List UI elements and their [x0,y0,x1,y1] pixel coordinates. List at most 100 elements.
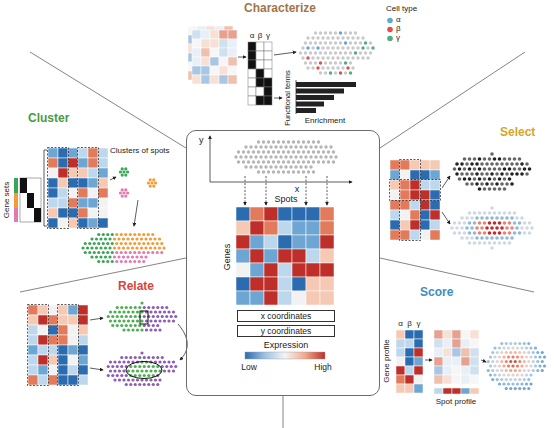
matrix-cell [88,208,98,218]
spot [498,177,502,181]
spot [129,260,132,263]
spot [153,246,156,249]
matrix-cell [400,210,410,220]
matrix-cell [219,30,228,39]
matrix-cell [470,348,479,357]
legend-swatches [387,18,393,42]
matrix-cell [78,365,88,375]
matrix-cell [396,339,405,348]
matrix-cell [48,208,58,218]
spot [121,188,124,191]
spot [125,374,128,377]
spot [138,233,141,236]
matrix-cell [68,375,78,385]
spot [468,211,472,215]
matrix-cell [430,210,440,220]
spot [505,172,509,176]
matrix-cell [78,188,88,198]
spot [306,36,309,39]
matrix-cell [58,365,68,375]
matrix-cell [410,180,420,190]
spot [317,150,320,153]
spot [135,237,138,240]
spot [505,226,509,230]
spot [364,51,367,54]
spot [344,41,347,44]
matrix-cell [236,221,250,235]
spot [306,56,309,59]
spot [122,310,125,313]
matrix-cell [452,375,461,384]
spot [111,260,114,263]
matrix-cell [278,235,292,249]
matrix-cell [68,188,78,198]
spot [339,71,342,74]
spot [483,167,487,171]
spot [490,226,494,230]
spot [247,160,250,163]
spot [534,355,537,358]
spot [496,360,499,363]
spot [489,355,492,358]
spot [294,165,297,168]
spot [129,315,132,318]
spot [111,365,114,368]
spot [500,226,504,230]
spot [525,226,529,230]
matrix-cell [58,218,68,228]
sector-divider [20,258,186,292]
matrix-cell [68,178,78,188]
matrix-cell [396,330,405,339]
spot [505,182,509,186]
matrix-cell [78,345,88,355]
spot [490,216,494,220]
spot [99,255,102,258]
spot [493,177,497,181]
spot [147,306,150,309]
spot [254,145,257,148]
gene-set-strip [14,208,18,222]
spot [119,170,122,173]
spot [267,140,270,143]
spot [329,71,332,74]
matrix-cell [443,375,452,384]
spot [88,242,91,245]
matrix-cell [236,207,250,221]
spot [138,365,141,368]
matrix-cell [58,375,68,385]
matrix-cell [68,365,78,375]
spot [234,155,237,158]
axis-label: Spots [274,194,297,204]
matrix-cell [250,277,264,291]
spot [491,351,494,354]
spot [361,36,364,39]
matrix-cell [256,78,264,87]
spot [341,56,344,59]
spot [120,315,123,318]
spot [152,365,155,368]
spot [147,383,150,386]
spot [520,364,523,367]
spot [351,66,354,69]
spot [282,160,285,163]
spot [507,373,510,376]
matrix-cell [264,78,272,87]
axis-label: Enrichment [305,116,345,125]
spot [302,150,305,153]
matrix-cell [228,48,237,57]
matrix-cell [58,158,68,168]
spot [140,351,143,354]
dashed-selection [58,305,79,386]
spot [140,301,143,304]
spot [525,355,528,358]
matrix-cell [434,375,443,384]
matrix-cell [400,190,410,200]
gene-set-strip [14,193,18,208]
spot [465,162,469,166]
legend-swatch [387,18,393,24]
matrix-cell [414,384,423,393]
matrix-cell [405,330,414,339]
spot [147,181,150,184]
matrix-cell [192,57,201,66]
spot [513,231,517,235]
